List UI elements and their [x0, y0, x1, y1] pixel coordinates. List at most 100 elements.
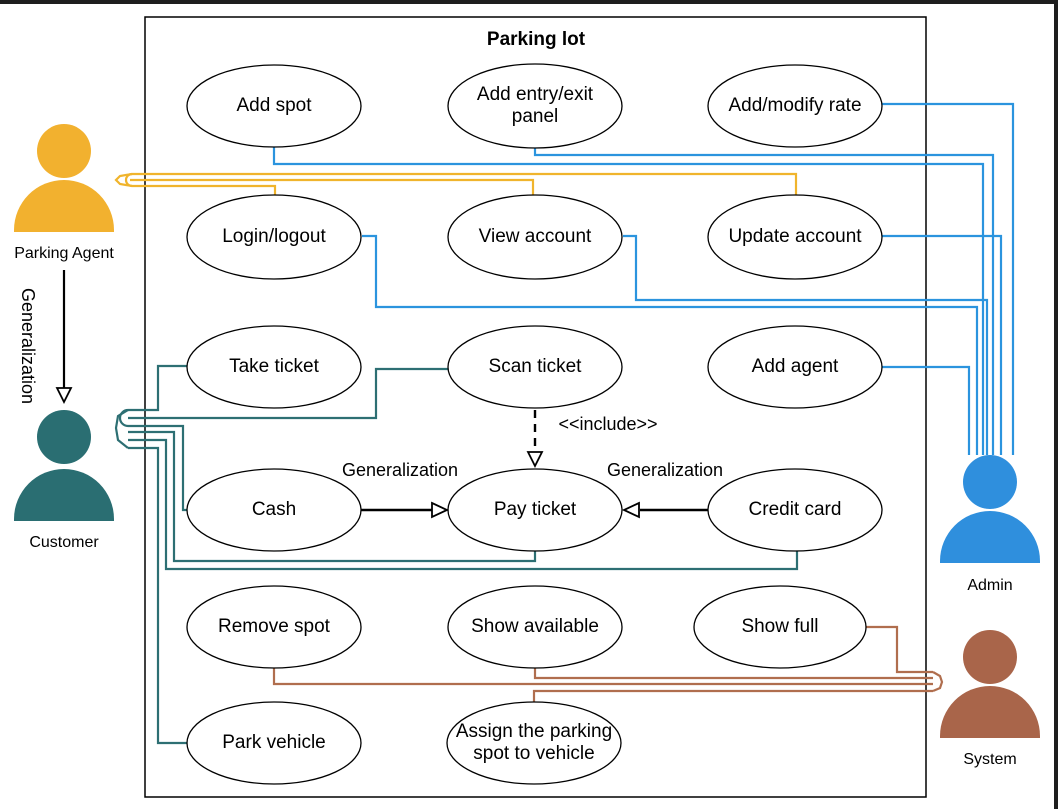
- actor-admin[interactable]: Admin: [940, 455, 1040, 594]
- customer-head: [37, 410, 91, 464]
- system-to-show-available: [533, 665, 933, 680]
- window-right-edge: [1054, 0, 1058, 809]
- use-case-take-ticket-oval: [186, 325, 362, 409]
- use-case-label-line: Credit card: [749, 499, 842, 520]
- use-case-credit-card: Credit card: [749, 499, 842, 520]
- parking-agent-head: [37, 124, 91, 178]
- system-associations: [272, 625, 944, 702]
- system-to-assign-spot: [532, 689, 933, 702]
- use-case-add-spot: Add spot: [237, 95, 313, 116]
- use-case-cash: Cash: [252, 499, 296, 520]
- use-case-label-line: Login/logout: [222, 226, 326, 247]
- customer-associations: [114, 364, 799, 745]
- use-case-label-line: Show available: [471, 616, 599, 637]
- use-case-label-line: Add entry/exit: [477, 84, 594, 105]
- use-case-add-rate-oval: [707, 64, 883, 148]
- admin-to-add-rate: [880, 102, 1015, 455]
- use-case-add-rate: Add/modify rate: [728, 95, 861, 116]
- agent-to-update-account: [132, 172, 798, 195]
- include-label: <<include>>: [558, 414, 657, 434]
- customer-label: Customer: [29, 534, 99, 551]
- use-case-label-line: View account: [479, 226, 592, 247]
- use-case-take-ticket: Take ticket: [229, 356, 319, 377]
- use-case-label-line: Add spot: [237, 95, 313, 116]
- use-case-add-agent-oval: [707, 325, 883, 409]
- admin-to-add-agent: [880, 365, 971, 455]
- generalization-cash-label: Generalization: [342, 460, 458, 480]
- generalization-credit-arrowhead: [621, 501, 640, 519]
- generalization-actor-arrowhead: [55, 387, 73, 405]
- use-case-login: Login/logout: [222, 226, 326, 247]
- use-case-login-oval: [186, 194, 362, 280]
- window-top-edge: [0, 0, 1058, 4]
- actor-parking-agent[interactable]: Parking Agent: [14, 124, 114, 262]
- use-case-label-line: Assign the parking: [456, 721, 612, 742]
- use-case-view-account: View account: [479, 226, 592, 247]
- generalization-actor-label: Generalization: [18, 288, 38, 404]
- admin-to-view-account: [623, 234, 989, 455]
- use-case-label-line: Pay ticket: [494, 499, 577, 520]
- agent-bundle: [114, 172, 133, 188]
- use-case-label-line: panel: [512, 106, 559, 127]
- actor-system[interactable]: System: [940, 630, 1040, 768]
- use-cases: [186, 63, 883, 785]
- use-case-show-full: Show full: [741, 616, 818, 637]
- system-boundary: [144, 16, 927, 798]
- admin-to-add-panel: [533, 148, 995, 455]
- use-case-label-line: Scan ticket: [489, 356, 583, 377]
- system-bundle: [932, 671, 944, 693]
- generalization-cash-arrowhead: [431, 501, 450, 519]
- system-body: [940, 686, 1040, 738]
- system-to-remove-spot: [272, 665, 933, 686]
- admin-label: Admin: [967, 577, 1012, 594]
- system-head: [963, 630, 1017, 684]
- use-case-label-line: Update account: [728, 226, 862, 247]
- admin-to-add-spot: [272, 147, 985, 455]
- use-case-label-line: Park vehicle: [222, 732, 326, 753]
- admin-body: [940, 511, 1040, 563]
- use-case-update-account-oval: [707, 194, 883, 280]
- agent-associations: [114, 172, 798, 195]
- use-case-label-line: Remove spot: [218, 616, 331, 637]
- use-case-show-available-oval: [447, 585, 623, 669]
- actor-customer[interactable]: Customer: [14, 410, 114, 551]
- customer-body: [14, 469, 114, 521]
- customer-to-cash: [128, 424, 188, 512]
- use-case-scan-ticket: Scan ticket: [489, 356, 583, 377]
- use-case-remove-spot: Remove spot: [218, 616, 331, 637]
- use-case-label-line: Cash: [252, 499, 296, 520]
- customer-to-scan-ticket: [128, 367, 449, 420]
- use-case-assign-spot-oval: [446, 701, 622, 785]
- admin-to-login: [362, 234, 979, 455]
- agent-to-view-account: [130, 178, 535, 195]
- use-case-show-full-oval: [693, 585, 867, 669]
- use-case-label-line: spot to vehicle: [473, 743, 594, 764]
- customer-to-pay-ticket: [128, 430, 537, 563]
- system-to-show-full: [866, 625, 933, 674]
- use-case-park-vehicle: Park vehicle: [222, 732, 326, 753]
- use-case-add-agent: Add agent: [752, 356, 839, 377]
- parking-agent-body: [14, 180, 114, 232]
- use-case-scan-ticket-oval: [447, 325, 623, 409]
- admin-to-update-account: [880, 234, 1003, 455]
- customer-to-credit-card: [128, 438, 799, 571]
- include-arrowhead: [526, 451, 544, 469]
- use-case-label-line: Show full: [741, 616, 818, 637]
- use-case-park-vehicle-oval: [186, 701, 362, 785]
- system-title: Parking lot: [487, 29, 586, 50]
- use-case-label-line: Add/modify rate: [728, 95, 861, 116]
- use-case-add-spot-oval: [186, 64, 362, 148]
- use-case-label-line: Take ticket: [229, 356, 319, 377]
- generalization-credit-label: Generalization: [607, 460, 723, 480]
- customer-to-park-vehicle: [128, 446, 188, 745]
- use-case-show-available: Show available: [471, 616, 599, 637]
- parking-agent-label: Parking Agent: [14, 245, 114, 262]
- use-case-pay-ticket: Pay ticket: [494, 499, 577, 520]
- agent-to-login: [124, 172, 277, 195]
- customer-bundle: [114, 409, 129, 449]
- system-label: System: [963, 751, 1016, 768]
